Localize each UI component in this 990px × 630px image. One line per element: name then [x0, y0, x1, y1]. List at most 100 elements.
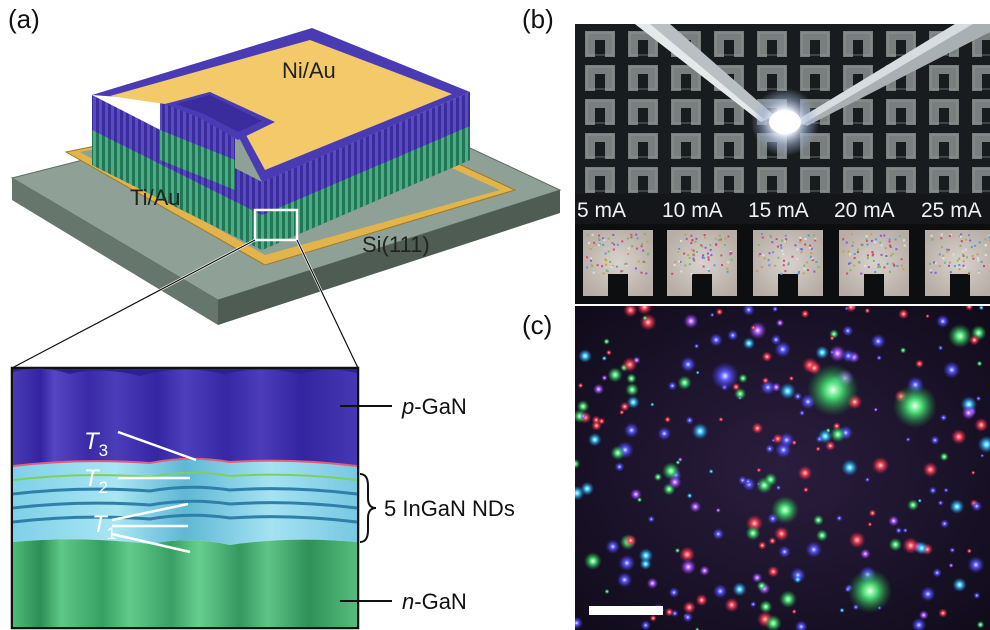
emission-spot — [738, 373, 748, 383]
emission-spot — [976, 360, 983, 367]
emission-spot — [640, 620, 651, 630]
t3-label: T3 — [84, 428, 108, 460]
emission-spot — [724, 597, 740, 613]
emission-spot — [943, 361, 961, 379]
emission-spot — [575, 458, 581, 469]
emission-spot — [624, 534, 637, 547]
emission-spot — [939, 452, 949, 462]
emission-spot — [610, 445, 626, 461]
emission-spot — [895, 527, 903, 534]
emission-spot — [764, 614, 782, 630]
emission-spot — [580, 413, 587, 420]
emission-spot — [618, 554, 636, 572]
emission-spot — [793, 392, 803, 401]
emission-spot — [807, 364, 859, 416]
emission-spot — [605, 349, 612, 356]
emission-spot — [867, 521, 873, 527]
current-label-2: 15 mA — [748, 199, 809, 222]
emission-spot — [776, 318, 784, 327]
emission-spot — [677, 375, 692, 390]
emission-spot — [699, 565, 710, 576]
emission-spot — [686, 492, 693, 499]
emission-spot — [943, 487, 949, 493]
emission-spot — [683, 313, 699, 329]
panel-label-c: (c) — [522, 310, 553, 340]
emission-spot — [815, 345, 829, 360]
emission-spot — [713, 584, 728, 599]
emission-spot — [829, 335, 835, 341]
emission-spot — [738, 475, 748, 485]
emission-spot — [888, 515, 900, 527]
emission-spot — [873, 407, 878, 412]
emission-spot — [973, 591, 981, 600]
inset-cross-section: T3 T2 T1 — [10, 366, 360, 630]
t2-label: T2 — [84, 465, 108, 497]
emission-spot — [771, 306, 779, 313]
emission-spot — [842, 325, 854, 337]
emission-spot — [756, 467, 762, 473]
device-schematic: Ni/Au Ti/Au Si(111) T3 T2 T1 p-GaN 5 InG… — [10, 28, 562, 630]
emission-spot — [771, 496, 799, 524]
emission-spot — [788, 375, 795, 382]
emission-spot — [803, 486, 809, 493]
emission-spot — [871, 456, 890, 475]
substrate-label: Si(111) — [362, 232, 430, 257]
emission-spot — [604, 588, 610, 595]
nd-label: 5 InGaN NDs — [384, 496, 515, 521]
emission-spot — [767, 565, 780, 578]
emission-spot — [848, 569, 892, 613]
emission-spot — [751, 572, 763, 583]
emission-spot — [638, 548, 654, 563]
emission-spot — [779, 590, 797, 608]
emission-spot — [649, 614, 657, 622]
emission-spot — [742, 306, 755, 316]
emission-spot — [930, 435, 940, 445]
emission-spot — [691, 422, 709, 440]
emission-spot — [939, 413, 948, 422]
emission-spot — [680, 356, 696, 373]
emission-spot — [974, 418, 989, 432]
current-label-3: 20 mA — [834, 199, 895, 222]
emission-spot — [951, 429, 967, 445]
emission-spot — [765, 444, 775, 454]
emission-spot — [905, 436, 911, 443]
emission-spot — [588, 432, 602, 447]
emission-spot — [888, 537, 903, 552]
emission-spot — [626, 373, 637, 384]
emission-spot — [727, 329, 739, 341]
emission-spot — [578, 349, 592, 363]
emission-spot — [975, 395, 982, 402]
emission-spot — [646, 577, 659, 589]
emission-spot — [928, 486, 937, 495]
emission-spot — [639, 313, 657, 331]
emission-spot — [797, 465, 813, 481]
emission-spot — [915, 359, 924, 369]
emission-spot — [575, 485, 585, 501]
emission-spot — [899, 347, 907, 354]
emission-spot — [742, 337, 755, 350]
emission-spot — [841, 459, 858, 476]
emission-spot — [603, 338, 610, 345]
emission-spot — [685, 416, 694, 425]
emission-spot — [977, 435, 990, 454]
emission-spot — [902, 537, 920, 554]
emission-spot — [647, 515, 655, 523]
emission-spot — [907, 499, 919, 511]
emission-spot — [961, 405, 976, 420]
emission-spot — [734, 387, 747, 400]
emission-spot — [932, 568, 942, 578]
emission-spot — [623, 306, 638, 318]
emission-spot — [949, 499, 965, 515]
emission-spot — [626, 395, 640, 409]
emission-spot — [577, 382, 584, 389]
emission-spot — [966, 548, 972, 554]
emission-spot — [770, 334, 782, 345]
emission-spot — [601, 355, 607, 361]
emission-spot — [715, 507, 721, 513]
emission-spot — [816, 529, 829, 542]
emission-spot — [774, 341, 791, 358]
emission-spot — [653, 472, 663, 482]
emission-tile-0 — [583, 230, 653, 296]
emission-spot — [917, 498, 922, 503]
emission-spot — [636, 306, 653, 315]
